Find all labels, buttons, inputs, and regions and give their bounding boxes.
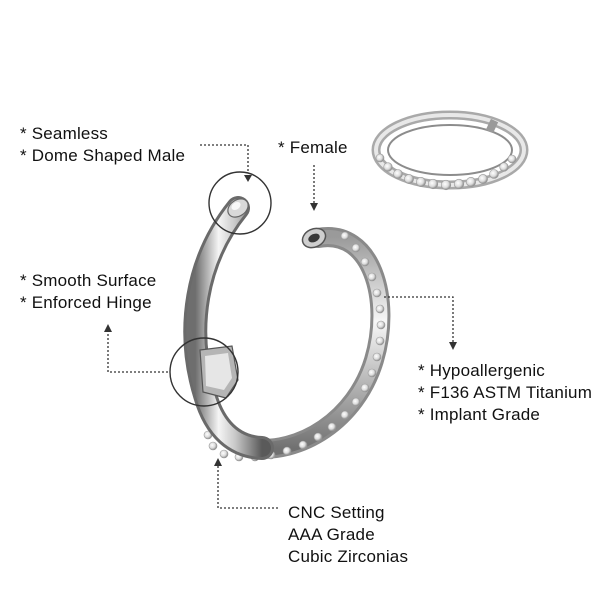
callout-female-line-1: * Female xyxy=(278,138,348,157)
inset-ring-image xyxy=(371,110,529,191)
callout-smooth-line-2: * Enforced Hinge xyxy=(20,293,152,312)
callout-smooth-line-1: * Smooth Surface xyxy=(20,271,157,290)
main-hoop xyxy=(183,196,391,462)
callout-circle-hinge xyxy=(169,337,239,407)
callout-cnc-line-2: AAA Grade xyxy=(288,525,375,544)
callout-seamless-line-1: * Seamless xyxy=(20,124,108,143)
cz-stones xyxy=(203,231,386,462)
callout-circle-dome xyxy=(208,171,272,235)
leader-lines xyxy=(107,144,454,509)
callout-cnc-line-1: CNC Setting xyxy=(288,503,385,522)
callout-female: * Female xyxy=(278,137,348,159)
callout-seamless-line-2: * Dome Shaped Male xyxy=(20,146,186,165)
callout-cnc: CNC Setting AAA Grade Cubic Zirconias xyxy=(288,502,408,568)
callout-cnc-line-3: Cubic Zirconias xyxy=(288,547,409,566)
callout-hypo-line-3: * Implant Grade xyxy=(418,405,541,424)
callout-hypo-line-1: * Hypoallergenic xyxy=(418,361,545,380)
callout-hypo-line-2: * F136 ASTM Titanium xyxy=(418,383,593,402)
arrowheads xyxy=(104,175,457,466)
callout-seamless: * Seamless * Dome Shaped Male xyxy=(20,123,185,167)
callout-hypoallergenic: * Hypoallergenic * F136 ASTM Titanium * … xyxy=(418,360,592,426)
callout-smooth: * Smooth Surface * Enforced Hinge xyxy=(20,270,156,314)
